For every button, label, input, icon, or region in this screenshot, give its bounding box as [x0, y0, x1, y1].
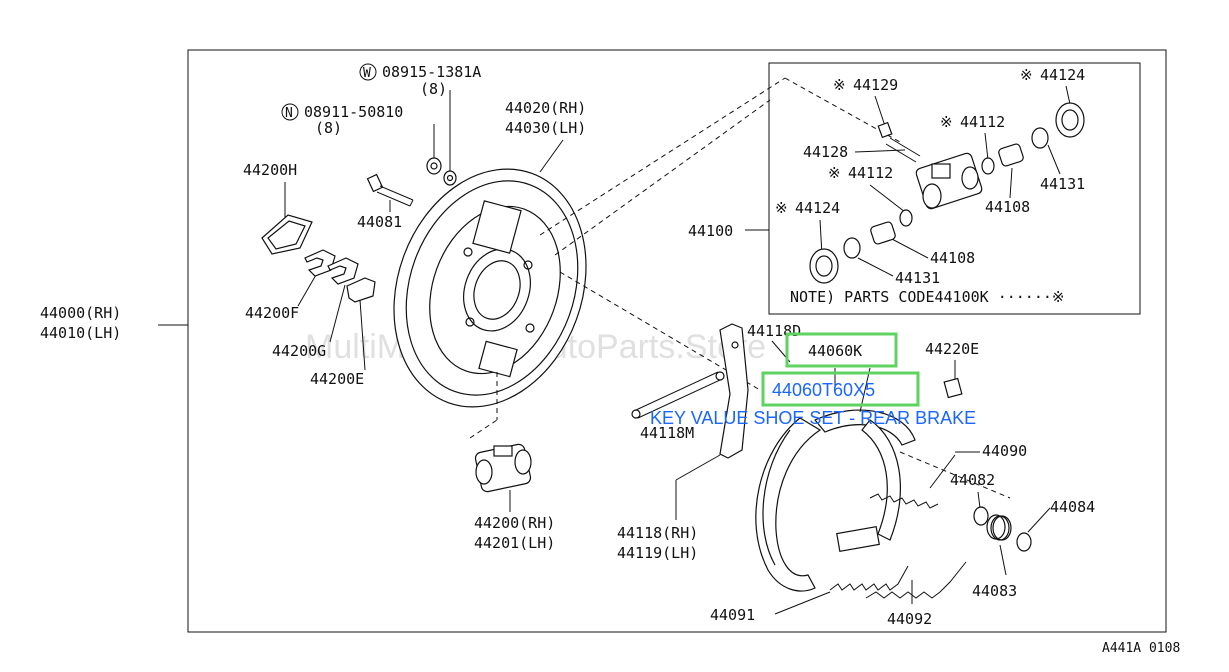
- diagram-code: A441A 0108: [1102, 641, 1180, 656]
- label-44112b: 44112: [848, 164, 893, 182]
- cup-44112a-part: [981, 157, 995, 175]
- label-44129: 44129: [853, 76, 898, 94]
- label-44082: 44082: [950, 471, 995, 489]
- label-44060T60X5: 44060T60X5: [772, 380, 875, 400]
- star-44112a: ※: [940, 113, 953, 131]
- star-44129: ※: [833, 76, 846, 94]
- highlight-box-44060T60X5[interactable]: [761, 371, 920, 407]
- retainer-44084-part: [1016, 532, 1032, 552]
- label-44010: 44010(LH): [40, 324, 121, 342]
- inset-note: NOTE) PARTS CODE44100K ······※: [790, 288, 1064, 306]
- label-44020: 44020(RH): [505, 99, 586, 117]
- diagram-frame: [187, 49, 1167, 633]
- pin-44220E-part: [943, 377, 963, 399]
- plate-44200E-part: [346, 277, 376, 303]
- clip-44200G-part: [327, 257, 359, 285]
- label-44118M: 44118M: [640, 424, 694, 442]
- label-08915-1381A: 08915-1381A: [382, 63, 481, 81]
- label-44118D: 44118D: [747, 322, 801, 340]
- label-44081: 44081: [357, 213, 402, 231]
- label-44131b: 44131: [895, 269, 940, 287]
- boot-44124b-part: [809, 248, 839, 284]
- strut-44118M-part: [631, 371, 725, 419]
- star-44124b: ※: [775, 199, 788, 217]
- cylinder-body-part: [915, 152, 983, 210]
- w-symbol: W: [363, 66, 371, 81]
- piston-44108b-part: [870, 221, 896, 245]
- label-44201: 44201(LH): [474, 534, 555, 552]
- label-44200: 44200(RH): [474, 514, 555, 532]
- clip-44200F-part: [304, 249, 336, 277]
- label-44124b: 44124: [795, 199, 840, 217]
- washer-part: [443, 170, 457, 186]
- cup-44112b-part: [899, 209, 913, 227]
- shoe-part: [755, 409, 916, 592]
- label-44030: 44030(LH): [505, 119, 586, 137]
- label-44200E: 44200E: [310, 370, 364, 388]
- label-44118: 44118(RH): [617, 524, 698, 542]
- label-44100: 44100: [688, 222, 733, 240]
- inset-frame: [768, 62, 1141, 315]
- bolt-44081-part: [366, 173, 414, 207]
- shoe-right-part: [836, 419, 901, 553]
- label-08915-qty: (8): [420, 80, 447, 98]
- label-44000: 44000(RH): [40, 304, 121, 322]
- star-44124a: ※: [1020, 66, 1033, 84]
- highlight-box-44060K[interactable]: [785, 332, 898, 368]
- label-44200F: 44200F: [245, 304, 299, 322]
- adjuster-spring-44090-part: [869, 454, 956, 509]
- return-spring-44091-part: [829, 565, 909, 591]
- piston-44108a-part: [998, 143, 1024, 167]
- label-44084: 44084: [1050, 498, 1095, 516]
- wheel-cylinder-part: [474, 443, 532, 493]
- label-08911-50810: 08911-50810: [304, 103, 403, 121]
- boot-44124a-part: [1055, 102, 1085, 138]
- label-44200H: 44200H: [243, 161, 297, 179]
- gasket-part: [261, 214, 313, 255]
- label-44083: 44083: [972, 582, 1017, 600]
- washer-44082-part: [973, 506, 989, 526]
- label-44108a: 44108: [985, 198, 1030, 216]
- n-symbol: N: [285, 106, 293, 121]
- label-44112a: 44112: [960, 113, 1005, 131]
- label-44091: 44091: [710, 606, 755, 624]
- parking-lever-part: [719, 323, 749, 459]
- label-44124a: 44124: [1040, 66, 1085, 84]
- label-44128: 44128: [803, 143, 848, 161]
- label-44108b: 44108: [930, 249, 975, 267]
- label-44090: 44090: [982, 442, 1027, 460]
- spring-44131a-part: [1031, 127, 1049, 149]
- spring-44083-part: [986, 514, 1012, 541]
- nut-part: [426, 157, 442, 175]
- label-08911-qty: (8): [315, 119, 342, 137]
- label-44200G: 44200G: [272, 342, 326, 360]
- label-44092: 44092: [887, 610, 932, 628]
- label-44119: 44119(LH): [617, 544, 698, 562]
- backing-plate-part: [393, 168, 587, 408]
- star-44112b: ※: [828, 164, 841, 182]
- label-44060K: 44060K: [808, 342, 862, 360]
- bleeder-screw-part: [877, 121, 921, 163]
- return-spring-44092-part: [865, 561, 967, 599]
- caption-key-value: KEY VALUE SHOE SET - REAR BRAKE: [650, 408, 976, 428]
- spring-44131b-part: [843, 237, 861, 259]
- label-44131a: 44131: [1040, 175, 1085, 193]
- label-44220E: 44220E: [925, 340, 979, 358]
